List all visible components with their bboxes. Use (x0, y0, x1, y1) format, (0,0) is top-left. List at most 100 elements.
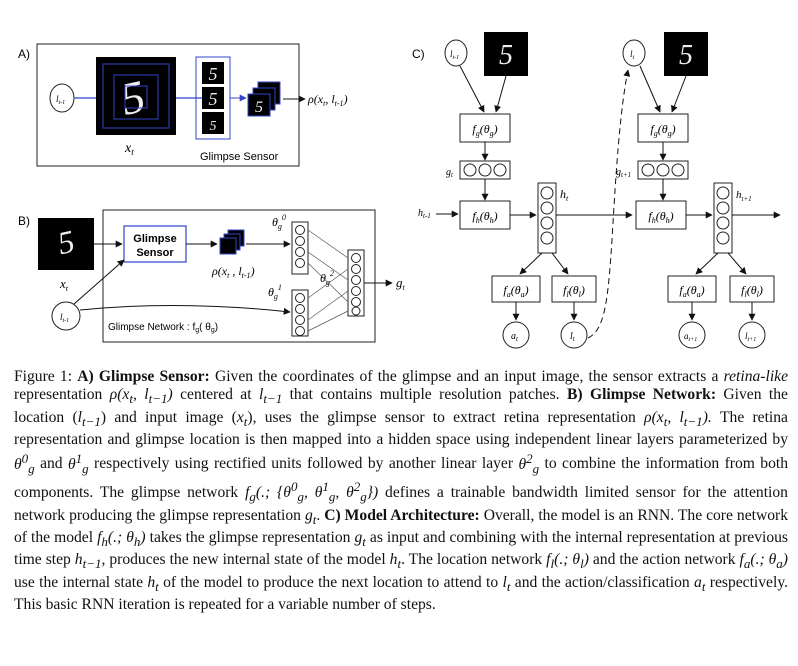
theta0-label: θg0 (272, 213, 286, 231)
stack-patch-1 (247, 93, 271, 117)
fl-box-1 (551, 275, 597, 303)
caption-math: xt (236, 408, 248, 429)
g-label-2: gt+1 (616, 167, 631, 179)
caption-math: lt−1 (77, 408, 101, 429)
h-to-fl-2 (727, 252, 747, 275)
panel-c-label: C) (412, 47, 425, 61)
input-image-a (96, 57, 176, 135)
caption-math: lt (502, 573, 511, 594)
caption-text: takes the glimpse representation (145, 529, 355, 546)
caption-math: at (694, 573, 706, 594)
caption-c-heading: C) Model Architecture: (324, 506, 480, 524)
caption-text: defines a trainable bandwidth limited se… (14, 484, 788, 524)
fh-label-2: fh(θh) (648, 209, 673, 225)
gt-output-label: gt (396, 275, 406, 292)
fl-label-2: fl(θl) (741, 283, 763, 299)
caption-math: fh(.; θh) (97, 529, 146, 550)
caption-prefix: Figure 1: (14, 368, 78, 385)
caption-math: fg(.; {θ0g, θ1g, θ2g}) (245, 479, 379, 505)
h-units-1 (540, 186, 554, 245)
patch-image-2 (202, 87, 224, 109)
action-node-1 (502, 321, 530, 349)
caption-text: Given the coordinates of the glimpse and… (209, 368, 724, 385)
image-caption-b: xt (59, 276, 69, 293)
caption-math: θ0g (14, 450, 35, 476)
caption-math: ρ(xt, lt−1) (109, 386, 173, 407)
fg-box-1 (459, 113, 511, 143)
caption-text: respectively. This basic RNN iteration i… (14, 573, 788, 614)
caption-math: ht−1 (74, 551, 102, 572)
layer-theta0-units (295, 225, 305, 268)
location-out-label-2: lt+1 (745, 331, 756, 343)
h-units-2 (716, 186, 730, 245)
image-caption-a: xt (124, 141, 134, 157)
caption-math: θ1g (67, 450, 89, 476)
sensor-box-line1: Glimpse (133, 233, 176, 245)
fg-label-2: fg(θg) (650, 122, 675, 138)
h-in-label: ht-1 (418, 208, 431, 220)
patch-small (124, 85, 148, 109)
panel-b-label: B) (18, 214, 30, 228)
patch-digit-1: 5 (209, 64, 218, 84)
b-stack-1 (219, 237, 237, 255)
action-label-1: at (511, 331, 519, 343)
location-out-label-1: lt (570, 331, 576, 343)
glimpse-sensor-label: Glimpse Sensor (200, 151, 279, 163)
caption-retina-like: retina-like (723, 368, 788, 385)
layer-theta1-units (295, 293, 305, 336)
loc-to-layer1-arrow (79, 304, 291, 315)
panel-a-label: A) (18, 47, 30, 61)
input-image-b (38, 218, 94, 270)
patch-large (102, 63, 170, 129)
glimpse-network-box (102, 209, 376, 343)
loc-in-node-1 (444, 39, 468, 67)
rnn-step-1: lt-1 5 fg(θg) gt ht-1 fh(θh) ht fa(θa) (418, 32, 633, 349)
caption-math: fa(.; θa) (739, 551, 788, 572)
h-label-1: ht (560, 187, 569, 203)
g-units-1 (463, 163, 507, 177)
caption-text: . (316, 506, 325, 524)
caption-text: and the action/classification (510, 573, 695, 591)
h-to-fl-1 (551, 252, 569, 275)
panel-a: A) lt-1 5 xt 5 5 5 5 ρ(xt, lt-1) Glimpse… (18, 43, 348, 167)
caption-text: as input and combining with the internal… (14, 529, 788, 569)
panel-c: C) lt-1 5 fg(θg) gt ht-1 fh(θh) ht (412, 32, 781, 349)
caption-math: lt−1 (258, 386, 283, 407)
caption-text: Given the location ( (14, 386, 788, 426)
fa-box-2 (667, 275, 717, 303)
caption-text: and the action network (588, 551, 740, 569)
patch-digit-3: 5 (210, 119, 217, 134)
caption-text: respectively using rectified units follo… (88, 455, 519, 473)
fa-label-1: fa(θa) (503, 283, 528, 299)
caption-text: ) and input image ( (100, 408, 237, 426)
action-label-2: at+1 (684, 331, 697, 343)
location-out-node-2 (738, 321, 766, 349)
location-node-a (49, 83, 75, 113)
loc-to-fg-1 (459, 65, 485, 113)
caption-text: that contains multiple resolution patche… (282, 386, 567, 404)
figure-diagram: A) lt-1 5 xt 5 5 5 5 ρ(xt, lt-1) Glimpse… (18, 32, 781, 349)
loc-to-fg-2 (639, 65, 661, 113)
location-feedback-arrow (587, 69, 631, 339)
sensor-box-line2: Sensor (136, 247, 174, 259)
caption-text: representation (14, 386, 110, 404)
caption-text: , produces the new internal state of the… (101, 551, 390, 569)
panel-b: B) 5 xt lt-1 Glimpse Sensor ρ(xt , lt-1)… (18, 209, 406, 343)
rho-output-a: ρ(xt, lt-1) (307, 92, 348, 108)
fh-label-1: fh(θh) (472, 209, 497, 225)
location-label-a: lt-1 (56, 94, 65, 106)
fl-box-2 (729, 275, 775, 303)
fg-box-2 (637, 113, 689, 143)
caption-math: gt (304, 506, 317, 527)
h-to-fa-1 (519, 252, 543, 275)
caption-b-heading: B) Glimpse Network: (566, 386, 717, 404)
input-image-c2 (664, 32, 708, 76)
img-to-fg-1 (494, 75, 507, 113)
caption-a-heading: A) Glimpse Sensor: (77, 368, 210, 385)
loc-in-node-2 (622, 39, 646, 67)
fg-label-1: fg(θg) (472, 122, 497, 138)
g-units-2 (641, 163, 685, 177)
input-image-c1 (484, 32, 528, 76)
action-node-2 (678, 321, 706, 349)
digit-c1: 5 (499, 40, 513, 71)
